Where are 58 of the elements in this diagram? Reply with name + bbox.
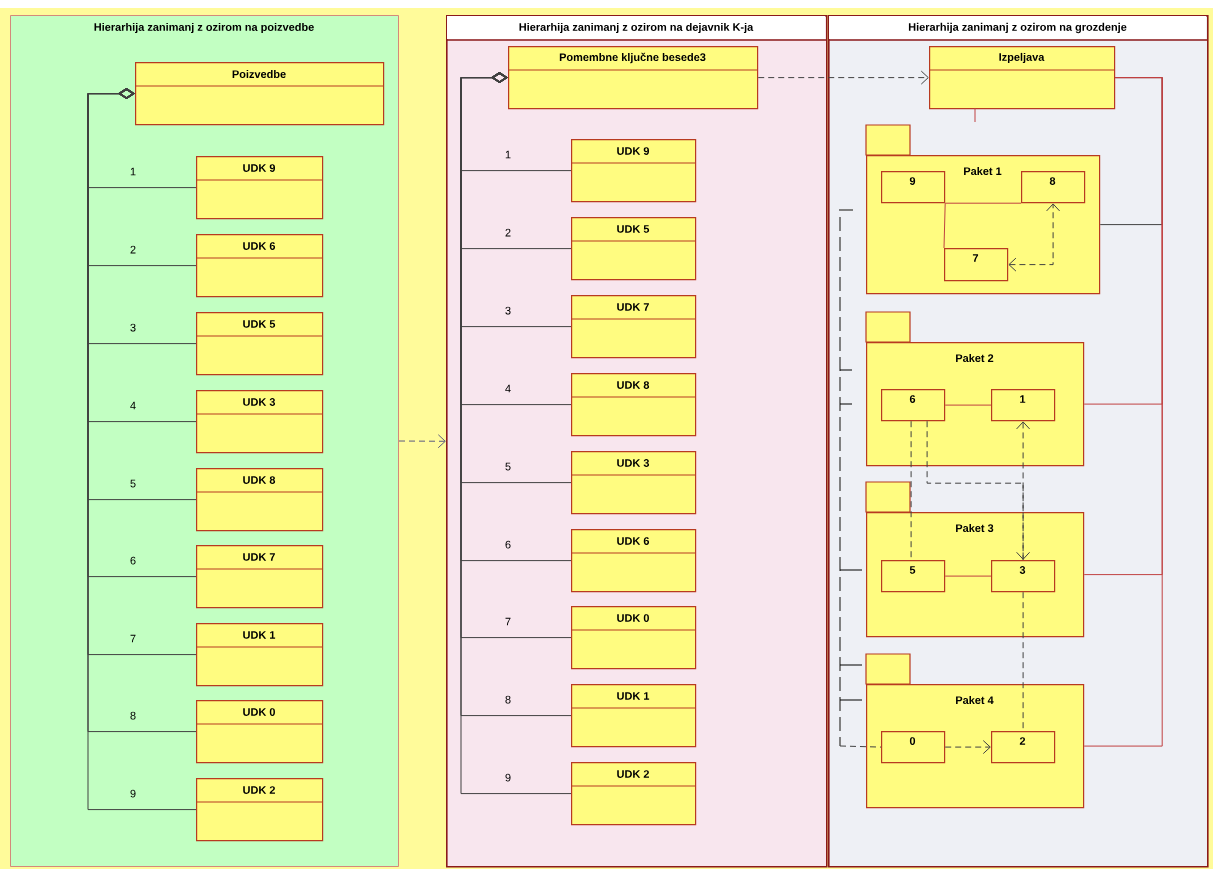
- class-box: UDK 1: [570, 684, 697, 748]
- edge-label: 4: [130, 401, 136, 410]
- class-box: 6: [881, 389, 946, 422]
- class-box: 1: [991, 389, 1056, 422]
- class-box: 8: [1021, 171, 1086, 204]
- edge-label: 2: [130, 245, 136, 254]
- connector-line: [944, 202, 1022, 204]
- connector-line: [1083, 77, 1163, 747]
- edge-label: 6: [505, 540, 511, 549]
- class-box: 3: [991, 560, 1056, 593]
- class-box: UDK 7: [195, 545, 324, 609]
- edge-label: 7: [130, 634, 136, 643]
- class-box: UDK 6: [195, 234, 324, 298]
- class-box: UDK 2: [195, 778, 324, 842]
- class-box: 9: [881, 171, 946, 204]
- class-box: 5: [881, 560, 946, 593]
- class-box: UDK 3: [570, 451, 697, 515]
- edge-label: 3: [130, 323, 136, 332]
- edge-label: 9: [505, 773, 511, 782]
- dashed-arrow: [1008, 203, 1061, 272]
- dashed-arrow: [1016, 421, 1031, 560]
- class-box: Pomembne ključne besede3: [507, 46, 759, 110]
- class-box: Poizvedbe: [134, 62, 385, 126]
- dashed-arrow: [757, 70, 929, 85]
- class-box: UDK 0: [195, 700, 324, 764]
- edge-label: 3: [505, 306, 511, 315]
- edge-label: 1: [505, 150, 511, 159]
- class-box: UDK 2: [570, 762, 697, 826]
- class-box: UDK 5: [570, 217, 697, 281]
- edge-label: 9: [130, 789, 136, 798]
- class-box: UDK 7: [570, 295, 697, 359]
- class-box: UDK 3: [195, 390, 324, 454]
- dashed-arrow: [398, 434, 446, 449]
- class-box: UDK 1: [195, 623, 324, 687]
- edge-label: 4: [505, 384, 511, 393]
- class-box: 7: [944, 248, 1009, 282]
- class-box: UDK 6: [570, 529, 697, 593]
- class-box: 2: [991, 731, 1056, 764]
- class-box: UDK 5: [195, 312, 324, 376]
- class-box: UDK 8: [570, 373, 697, 437]
- connector-line: [943, 202, 946, 249]
- class-box: 0: [881, 731, 946, 764]
- connector-line: [944, 575, 992, 577]
- edge-label: 5: [505, 462, 511, 471]
- edge-label: 5: [130, 479, 136, 488]
- edge-label: 8: [130, 711, 136, 720]
- class-box: Izpeljava: [928, 46, 1116, 110]
- class-box: UDK 0: [570, 606, 697, 670]
- edge-label: 8: [505, 695, 511, 704]
- edge-label: 6: [130, 556, 136, 565]
- class-box: UDK 9: [570, 139, 697, 203]
- dashed-arrow: [944, 740, 991, 755]
- edge-label: 7: [505, 617, 511, 626]
- class-box: UDK 8: [195, 468, 324, 532]
- connector-line: [944, 404, 992, 406]
- edge-label: 1: [130, 167, 136, 176]
- class-box: UDK 9: [195, 156, 324, 220]
- edge-label: 2: [505, 228, 511, 237]
